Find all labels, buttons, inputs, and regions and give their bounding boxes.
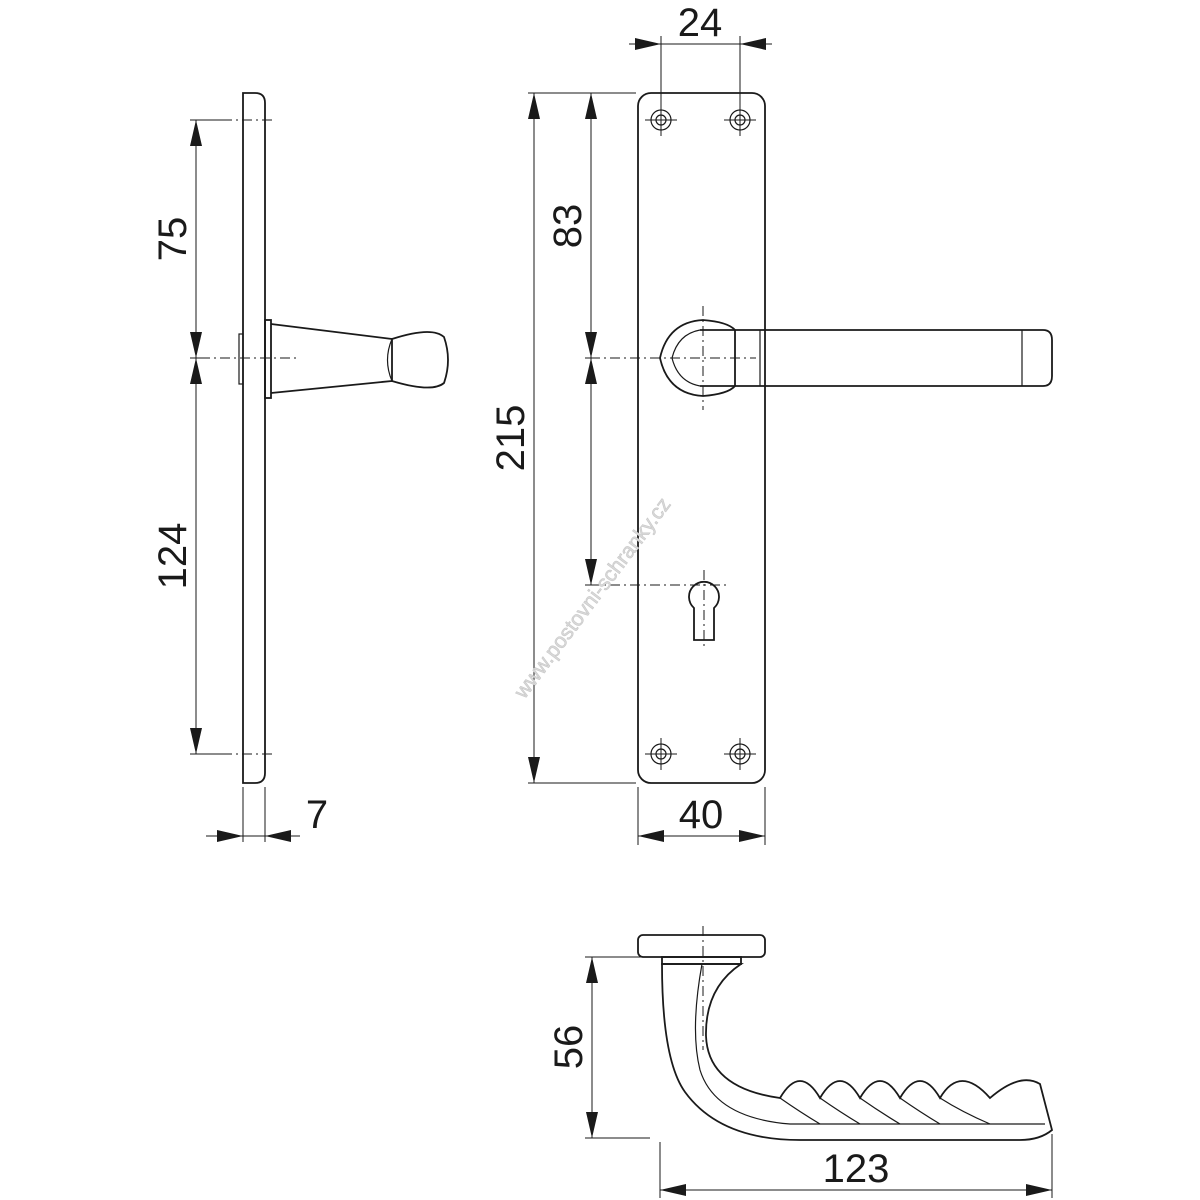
front-view: 215 83 24 40 xyxy=(489,1,1053,845)
top-view: 56 123 xyxy=(547,926,1054,1198)
arrow xyxy=(585,358,597,384)
keyhole xyxy=(688,581,720,641)
arrow xyxy=(586,957,598,983)
dim-label-24: 24 xyxy=(678,1,723,45)
front-handle xyxy=(700,329,1053,387)
top-rose xyxy=(637,934,766,958)
dim-label-40: 40 xyxy=(679,793,724,837)
dim-label-83: 83 xyxy=(546,204,590,249)
arrow xyxy=(190,358,202,384)
front-plate xyxy=(637,92,766,784)
arrow xyxy=(528,757,540,783)
arrow xyxy=(660,1184,686,1196)
top-neck xyxy=(661,956,742,965)
dim-label-75: 75 xyxy=(151,217,195,262)
screw-hole-bottom-right xyxy=(724,738,756,770)
arrow xyxy=(265,830,291,842)
side-handle-neck xyxy=(270,323,393,394)
side-handle-end xyxy=(391,331,449,389)
side-plate xyxy=(242,92,266,784)
side-view: 75 124 7 xyxy=(151,92,449,842)
arrow xyxy=(585,332,597,358)
arrow xyxy=(739,830,765,842)
arrow xyxy=(586,1112,598,1138)
side-rose-back xyxy=(238,333,244,385)
arrow xyxy=(190,332,202,358)
arrow xyxy=(1026,1184,1052,1196)
top-grip xyxy=(779,1097,991,1125)
arrow xyxy=(217,830,243,842)
dim-label-123: 123 xyxy=(823,1147,890,1191)
arrow xyxy=(740,38,766,50)
arrow xyxy=(585,93,597,119)
top-handle xyxy=(661,963,1054,1141)
dim-label-7: 7 xyxy=(306,793,328,837)
top-handle-inner xyxy=(694,963,1045,1125)
screw-hole-bottom-left xyxy=(645,738,677,770)
arrow xyxy=(635,38,661,50)
side-handle-end-edge xyxy=(386,338,393,382)
dim-label-56: 56 xyxy=(547,1025,591,1070)
arrow xyxy=(585,559,597,585)
side-rose xyxy=(264,319,272,399)
screw-hole-top-left xyxy=(645,104,677,136)
arrow xyxy=(638,830,664,842)
dim-label-124: 124 xyxy=(151,523,195,590)
screw-hole-top-right xyxy=(724,104,756,136)
dim-label-215: 215 xyxy=(489,405,533,472)
arrow xyxy=(190,120,202,146)
arrow xyxy=(190,728,202,754)
arrow xyxy=(528,93,540,119)
